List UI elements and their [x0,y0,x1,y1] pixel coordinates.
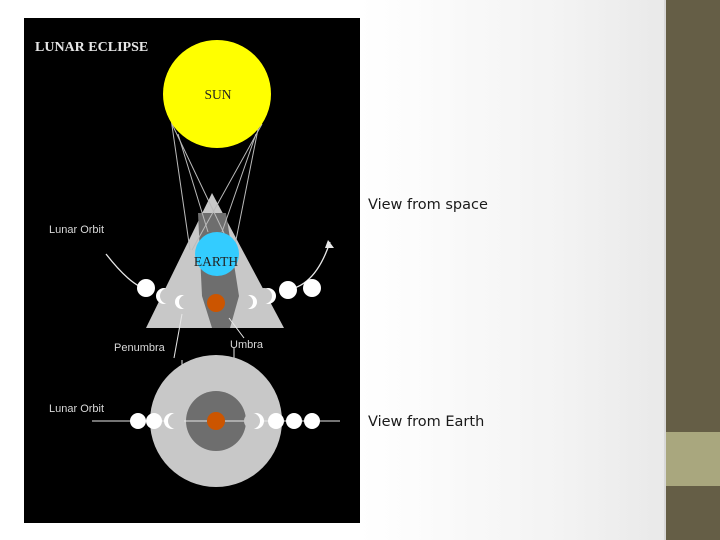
accent-block [666,432,720,486]
caption-view-from-space: View from space [368,197,488,213]
sun-label: SUN [204,87,231,102]
diagram-svg: LUNAR ECLIPSE SUN EARTH [35,40,340,487]
earth-label: EARTH [194,254,238,269]
eclipsed-moon-bottom [207,412,225,430]
lunar-orbit-label-top: Lunar Orbit [49,224,104,236]
sun [163,40,271,148]
moon-far-right [303,279,321,297]
moon-phases-bottom [130,413,320,429]
accent-bar-edge [664,0,666,540]
moon-phases-top [137,279,297,309]
earth [195,232,239,276]
eclipsed-moon-top [207,294,225,312]
lunar-eclipse-diagram: LUNAR ECLIPSE SUN EARTH [24,18,360,523]
diagram-title: LUNAR ECLIPSE [35,40,148,55]
umbra-label: Umbra [230,339,264,351]
lunar-orbit-label-bottom: Lunar Orbit [49,403,104,415]
orbit-arrow-icon [325,240,334,248]
penumbra-label: Penumbra [114,342,166,354]
caption-view-from-earth: View from Earth [368,414,485,430]
